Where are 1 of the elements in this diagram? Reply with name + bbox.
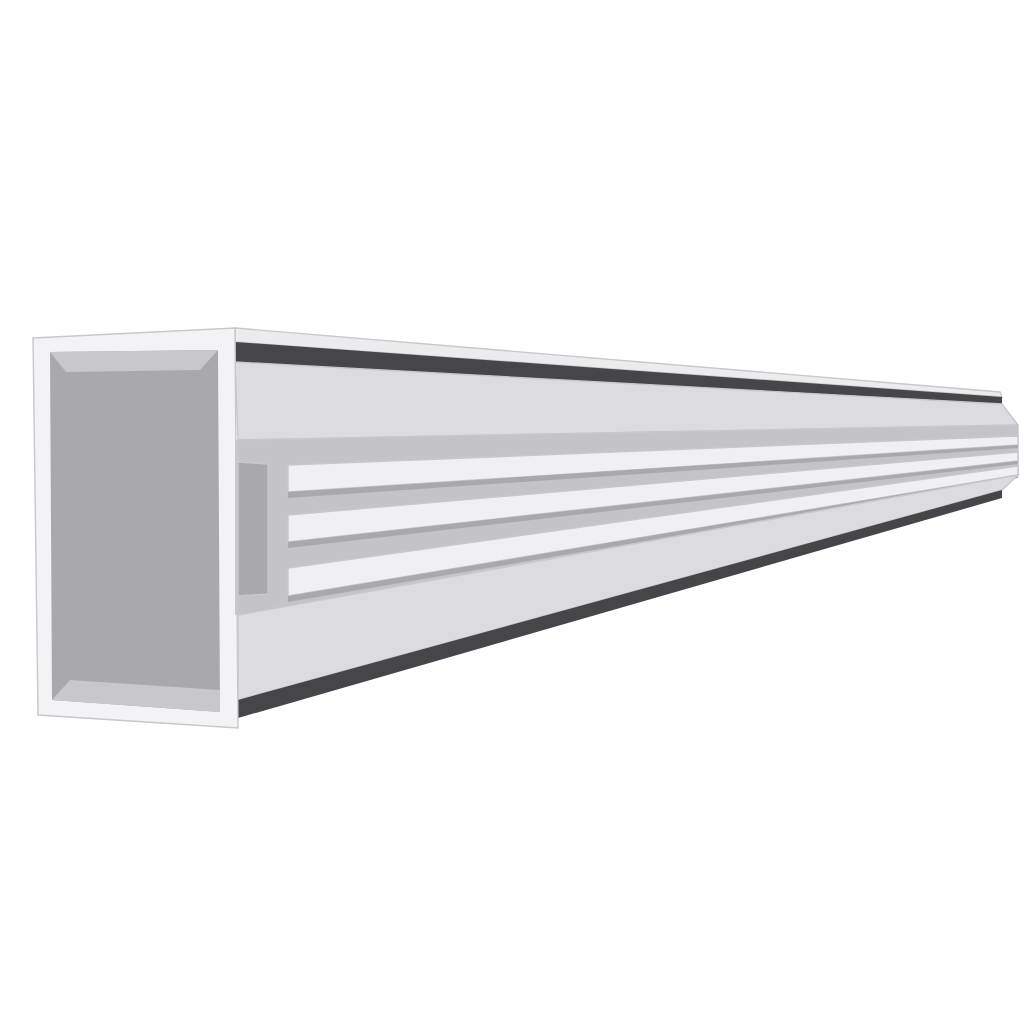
- aluminum-profile-drawing: [32, 327, 1021, 729]
